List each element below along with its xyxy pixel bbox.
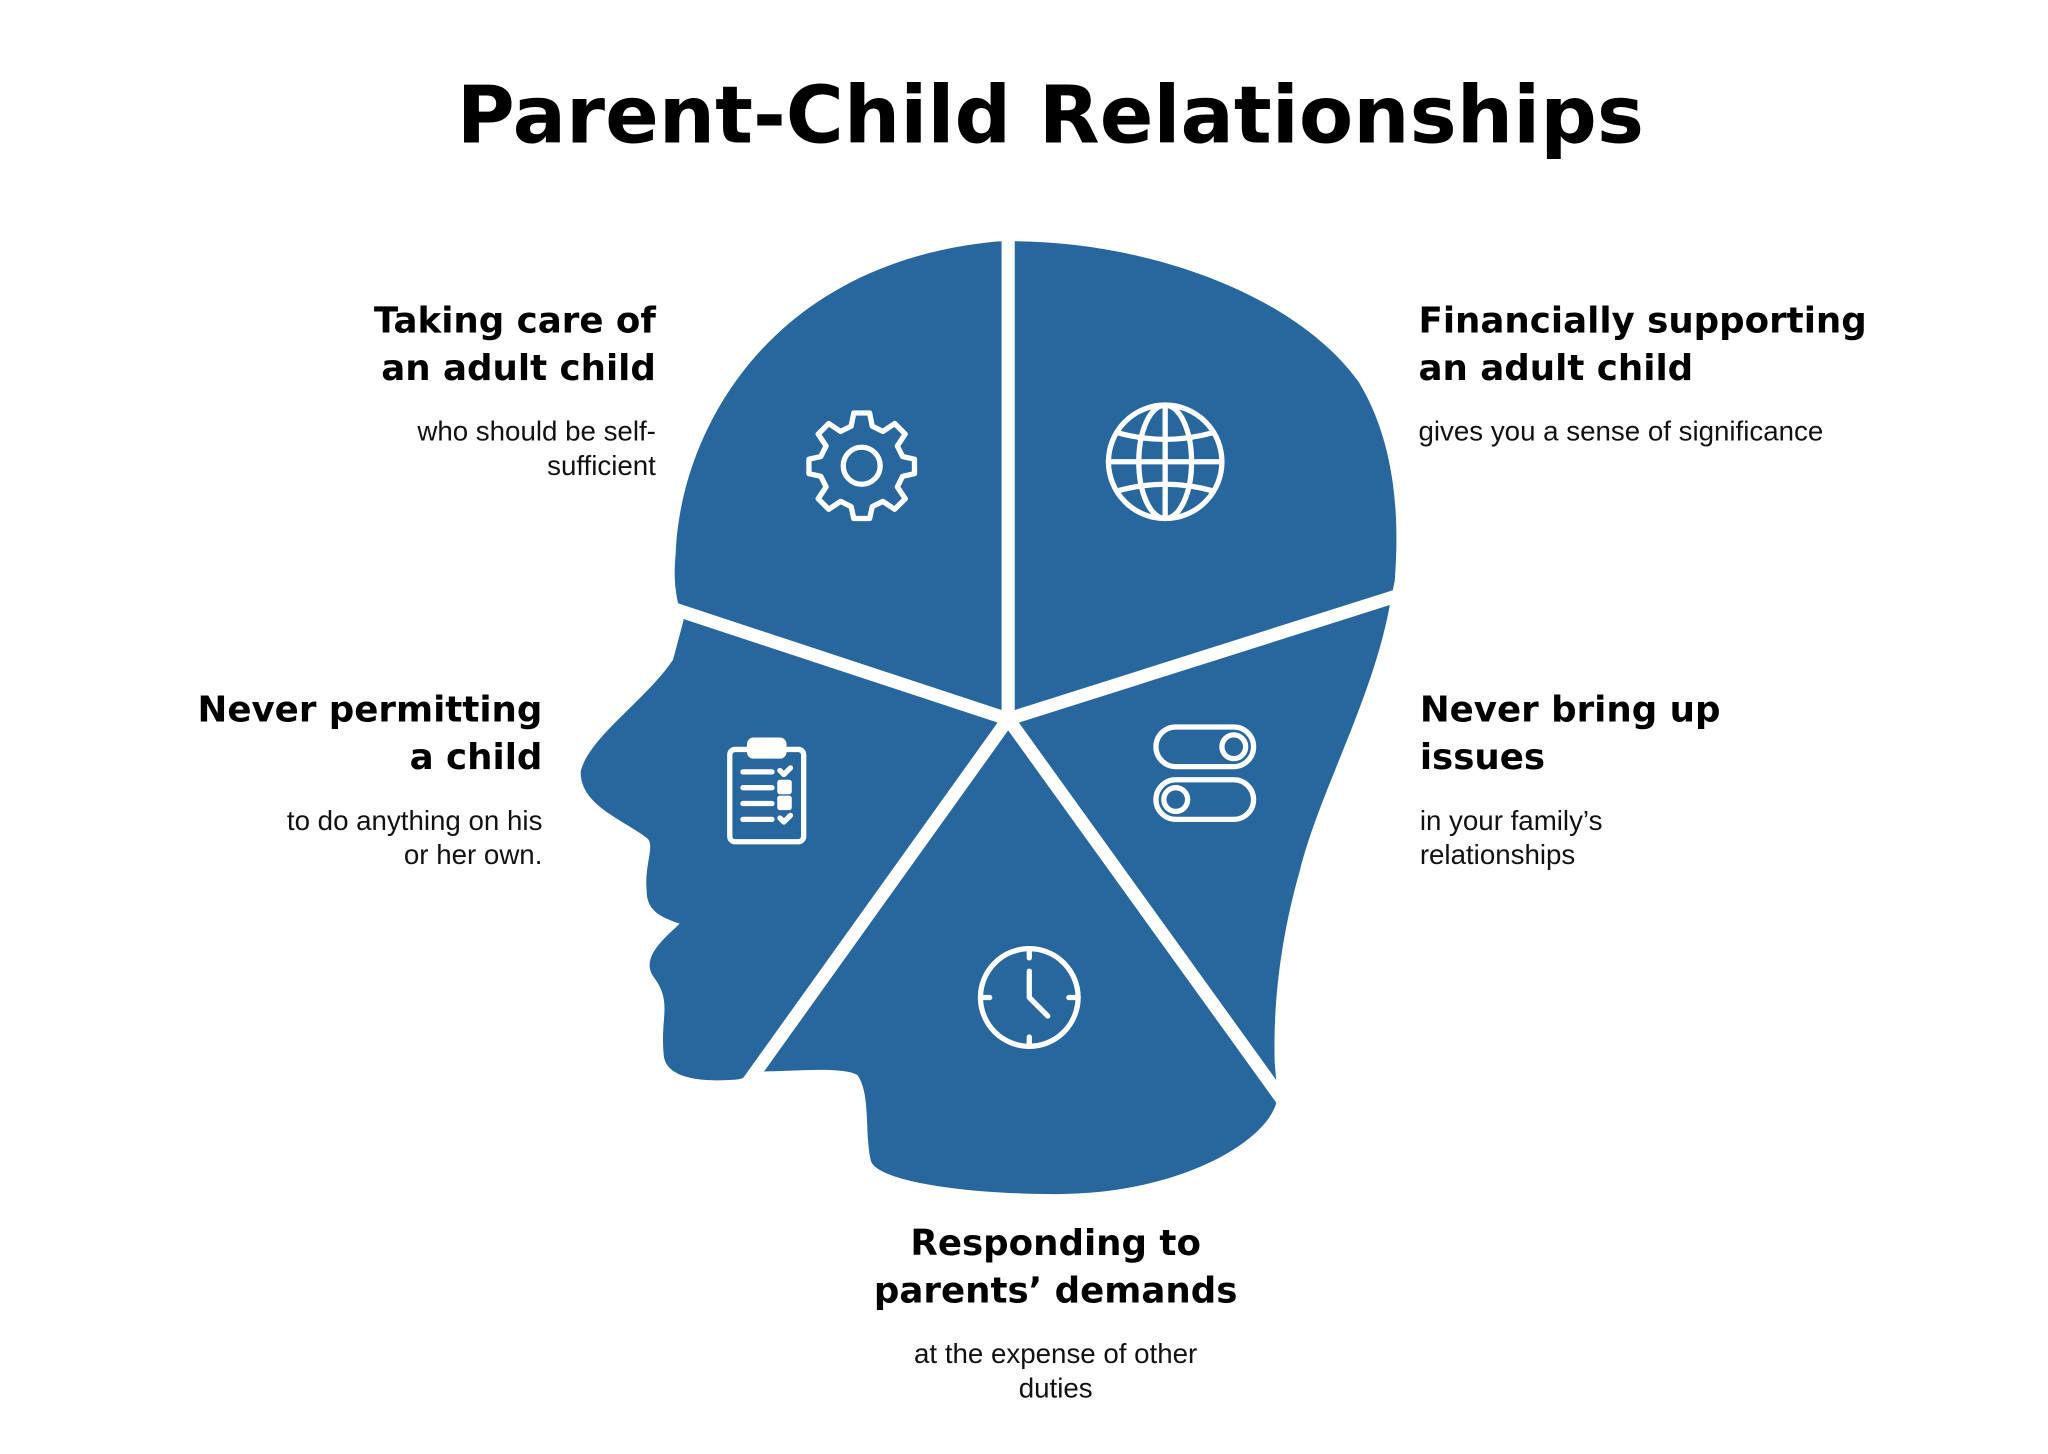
head-diagram [580, 217, 1419, 1195]
item-financially-supporting: Financially supporting an adult child gi… [1419, 300, 1867, 446]
item-heading: an adult child [381, 348, 656, 389]
toggle-switches-icon [1153, 724, 1257, 822]
item-heading: an adult child [1419, 348, 1694, 389]
item-text: relationships [1420, 839, 1575, 870]
item-never-permitting: Never permitting a child to do anything … [198, 690, 543, 870]
gear-icon [806, 410, 918, 522]
item-text: at the expense of other [914, 1338, 1197, 1369]
item-text: to do anything on his [287, 805, 543, 836]
clipboard-checklist-icon [727, 737, 807, 845]
item-heading: Never permitting [198, 690, 543, 731]
clock-icon [977, 946, 1081, 1049]
item-heading: Responding to [910, 1223, 1201, 1264]
item-heading: Taking care of [374, 300, 657, 341]
item-text: or her own. [404, 839, 543, 870]
page-title: Parent-Child Relationships [457, 69, 1644, 161]
item-heading: a child [410, 737, 543, 778]
globe-icon [1105, 402, 1225, 522]
item-heading: Never bring up [1420, 690, 1721, 731]
item-text: in your family’s [1420, 805, 1603, 836]
item-heading: parents’ demands [874, 1270, 1238, 1311]
item-never-bring-up: Never bring up issues in your family’s r… [1420, 690, 1721, 870]
item-responding: Responding to parents’ demands at the ex… [874, 1223, 1238, 1403]
item-text: who should be self- [416, 416, 656, 447]
item-text: gives you a sense of significance [1419, 416, 1824, 447]
segment-dividers [653, 217, 1419, 1113]
item-heading: issues [1420, 737, 1545, 778]
item-heading: Financially supporting [1419, 300, 1867, 341]
item-text: duties [1019, 1372, 1093, 1403]
item-text: sufficient [547, 450, 656, 481]
item-taking-care: Taking care of an adult child who should… [374, 300, 657, 480]
